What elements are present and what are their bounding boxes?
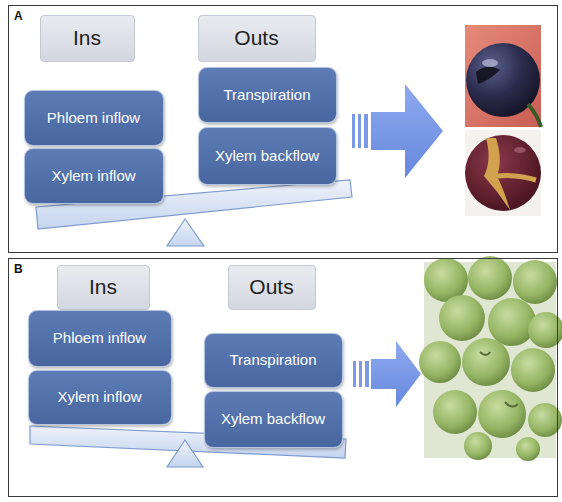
- arrow-b: [353, 341, 421, 407]
- red-berry-photo: [465, 130, 541, 216]
- box-label: Transpiration: [220, 86, 315, 103]
- box-label: Outs: [230, 26, 282, 50]
- column-header: Ins: [40, 15, 135, 62]
- green-grapes-photo: [419, 256, 562, 461]
- panel-frame: A Ins OutsPhloem inflow TranspirationXylem …: [8, 5, 558, 253]
- box-label: Xylem backflow: [211, 147, 323, 164]
- flow-box: Phloem inflow: [24, 90, 164, 146]
- box-label: Outs: [245, 275, 297, 299]
- box-label: Xylem backflow: [217, 410, 329, 427]
- box-label: Xylem inflow: [47, 167, 139, 184]
- arrow-a: [352, 84, 443, 178]
- box-label: Phloem inflow: [43, 109, 144, 126]
- box-label: Transpiration: [226, 351, 321, 368]
- column-header: Ins: [57, 265, 150, 310]
- flow-box: Phloem inflow: [28, 310, 172, 367]
- fulcrum: [167, 440, 203, 467]
- column-header: Outs: [228, 265, 316, 310]
- box-label: Xylem inflow: [53, 388, 145, 405]
- box-label: Ins: [85, 275, 121, 299]
- flow-box: Xylem inflow: [24, 148, 164, 204]
- panel-letter: B: [14, 262, 23, 276]
- panel-letter: A: [14, 9, 23, 23]
- flow-box: Transpiration: [204, 333, 343, 388]
- dark-grape-photo: [465, 25, 541, 127]
- flow-box: Xylem inflow: [28, 370, 172, 425]
- flow-box: Xylem backflow: [198, 127, 337, 185]
- box-label: Ins: [69, 26, 105, 50]
- flow-box: Xylem backflow: [204, 391, 343, 448]
- fulcrum: [167, 219, 204, 246]
- panel-frame: B Ins OutsPhloem inflowTranspirationXylem …: [8, 258, 558, 497]
- column-header: Outs: [198, 15, 316, 62]
- flow-box: Transpiration: [198, 67, 337, 123]
- box-label: Phloem inflow: [49, 329, 150, 346]
